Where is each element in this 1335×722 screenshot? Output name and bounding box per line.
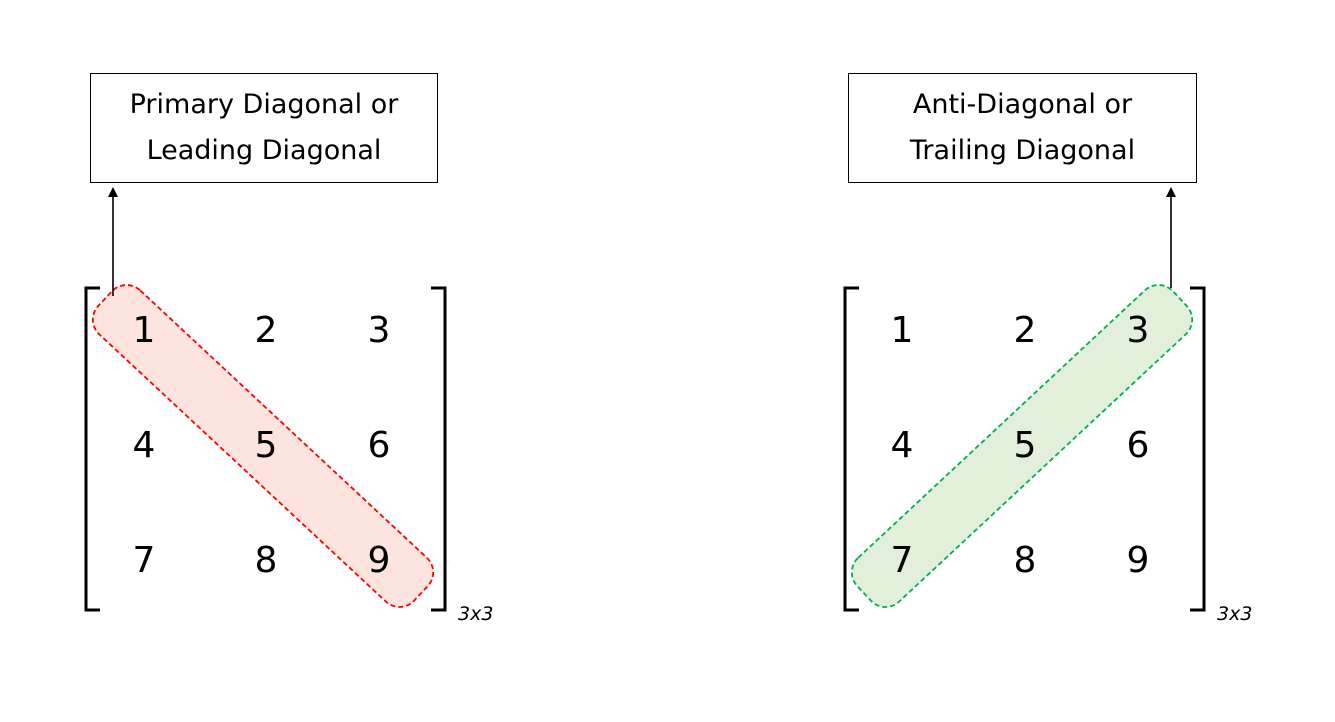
primary-diagonal-label-line-1: Primary Diagonal or: [129, 89, 399, 120]
primary-diagonal-label: Primary Diagonal or Leading Diagonal: [90, 73, 438, 183]
left-matrix-cell: 9: [367, 540, 391, 581]
left-matrix-cell: 7: [132, 540, 156, 581]
right-matrix-open-bracket: [843, 286, 859, 612]
left-matrix-open-bracket: [84, 286, 100, 612]
right-matrix-cell: 9: [1126, 540, 1150, 581]
left-matrix-cell: 6: [367, 425, 391, 466]
right-matrix-cell: 6: [1126, 425, 1150, 466]
anti-diagonal-label-line-2: Trailing Diagonal: [909, 135, 1136, 166]
anti-diagonal-highlight: [850, 284, 1194, 608]
left-matrix-cell: 1: [132, 310, 156, 351]
right-matrix-cell: 4: [890, 425, 914, 466]
anti-diagonal-label-line-1: Anti-Diagonal or: [912, 89, 1133, 120]
right-matrix-cell: 3: [1126, 310, 1150, 351]
right-matrix-cell: 5: [1013, 425, 1037, 466]
left-matrix-close-bracket: [431, 286, 447, 612]
right-matrix-cell: 1: [890, 310, 914, 351]
right-matrix-cell: 7: [890, 540, 914, 581]
primary-diagonal-highlight: [91, 284, 435, 608]
left-matrix-dimension: 3x3: [458, 603, 494, 625]
right-matrix-dimension: 3x3: [1217, 603, 1253, 625]
right-matrix-cell: 8: [1013, 540, 1037, 581]
left-matrix-cell: 8: [254, 540, 278, 581]
left-matrix-cell: 2: [254, 310, 278, 351]
right-matrix-cell: 2: [1013, 310, 1037, 351]
anti-diagonal-label: Anti-Diagonal or Trailing Diagonal: [848, 73, 1197, 183]
left-matrix-cell: 4: [132, 425, 156, 466]
right-matrix-close-bracket: [1190, 286, 1206, 612]
primary-diagonal-label-line-2: Leading Diagonal: [146, 135, 382, 166]
left-matrix-cell: 5: [254, 425, 278, 466]
left-matrix-cell: 3: [367, 310, 391, 351]
